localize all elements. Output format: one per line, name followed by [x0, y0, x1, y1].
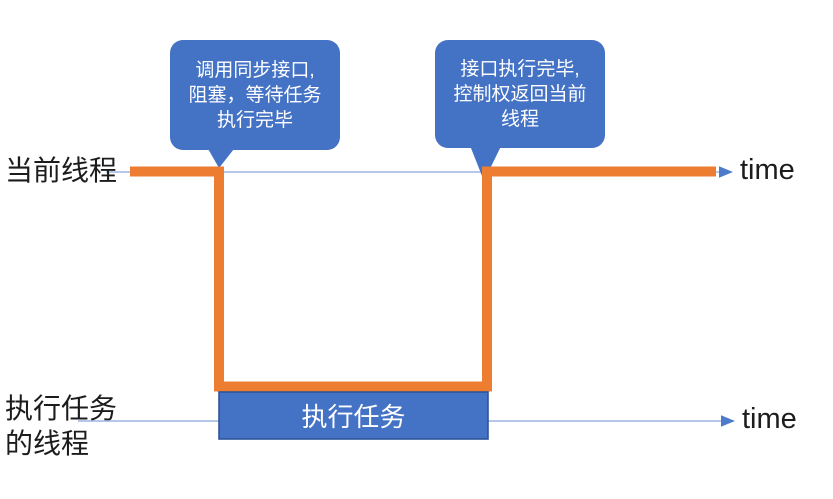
callout-return-text: 接口执行完毕, 控制权返回当前 线程 [435, 42, 605, 146]
callout-call-bubble [170, 40, 340, 168]
callout-return-line1: 接口执行完毕, [460, 58, 580, 80]
current-thread-timeline-arrow-icon [719, 166, 733, 178]
worker-thread-timeline-arrow-icon [721, 415, 735, 427]
callout-call-line1: 调用同步接口, [195, 59, 315, 81]
callout-call-text: 调用同步接口, 阻塞，等待任务 执行完毕 [170, 42, 340, 148]
callout-call-line2: 阻塞，等待任务 [188, 84, 322, 106]
worker-thread-time-label: time [742, 403, 797, 435]
task-box [218, 391, 489, 440]
execution-flow-path [130, 166, 716, 392]
callout-return-bubble [435, 40, 605, 181]
callout-return-body [435, 40, 605, 148]
callout-call-body [170, 40, 340, 150]
task-box-label: 执行任务 [301, 402, 406, 432]
callout-return-line3: 线程 [500, 108, 539, 130]
worker-thread-label: 执行任务 的线程 [5, 393, 118, 459]
callout-return-line2: 控制权返回当前 [453, 83, 587, 105]
callout-call-line3: 执行完毕 [216, 109, 293, 131]
current-thread-label: 当前线程 [5, 155, 118, 186]
current-thread-time-label: time [740, 154, 795, 186]
callout-return-tail [467, 138, 505, 181]
